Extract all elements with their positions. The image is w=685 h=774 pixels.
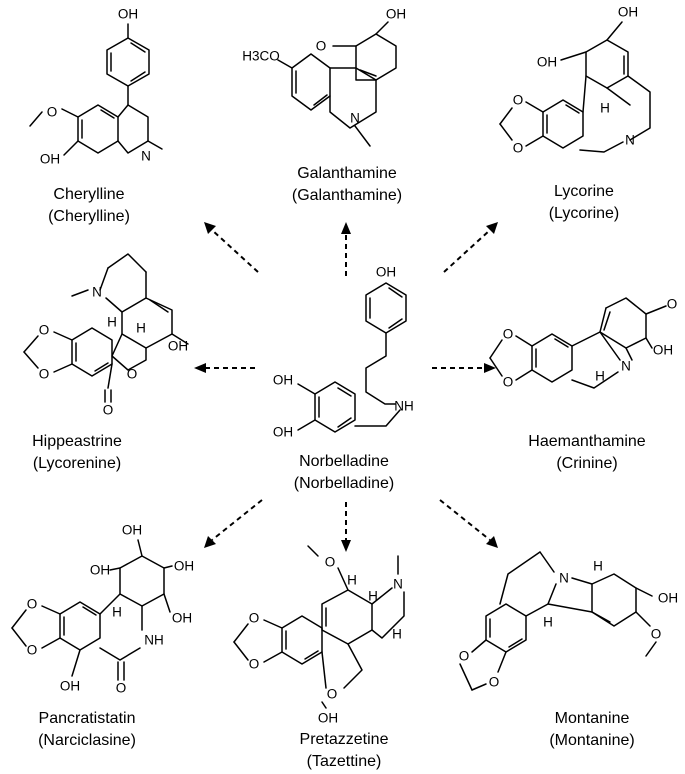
atom-label-oh: OH [273,425,293,440]
atom-label-oh: OH [172,611,192,626]
atom-label-o: O [116,681,127,696]
atom-label-n: N [393,577,403,592]
atom-label-o: O [325,555,336,570]
compound-type-pancratistatin: (Narciclasine) [38,732,136,749]
atom-label-o: O [667,297,678,312]
atom-label-n: N [621,359,631,374]
lycorine-structure: OH OH H N O O [499,5,651,156]
atom-label-oh: OH [122,523,142,538]
atom-label-h3co: H3CO [242,49,280,64]
atom-label-oh: OH [618,5,638,20]
atom-label-o: O [47,105,58,120]
pretazzetine-structure: O H H N H O OH O O [233,545,405,726]
atom-label-oh: OH [376,265,396,280]
compound-type-lycorine: (Lycorine) [549,205,620,222]
atom-label-oh: OH [40,152,60,167]
atom-label-h: H [595,369,605,384]
atom-label-o: O [249,611,260,626]
atom-label-n: N [92,285,102,300]
compound-type-norbelladine: (Norbelladine) [294,475,395,492]
atom-label-h: H [593,559,603,574]
pancratistatin-structure: OH OH OH OH H NH O OH O O [11,523,194,696]
compound-name-norbelladine: Norbelladine [299,453,389,470]
atom-label-h: H [392,627,402,642]
compound-name-montanine: Montanine [555,710,630,727]
atom-label-oh: OH [386,7,406,22]
compound-name-pretazzetine: Pretazzetine [300,731,389,748]
atom-label-o: O [103,403,114,418]
atom-label-n: N [350,111,360,126]
atom-label-o: O [489,675,500,690]
montanine-structure: N H OH O H O O [459,551,678,691]
atom-label-n: N [141,149,151,164]
captions: Cherylline (Cherylline) Galanthamine (Ga… [32,165,646,770]
arrow-to-cherylline [211,229,259,273]
atom-label-oh: OH [653,343,673,358]
atom-label-o: O [249,657,260,672]
atom-label-h: H [347,573,357,588]
atom-label-o: O [39,323,50,338]
atom-label-oh: OH [90,563,110,578]
atom-label-o: O [316,39,327,54]
atom-label-o: O [513,141,524,156]
compound-name-haemanthamine: Haemanthamine [528,433,646,450]
atom-label-o: O [459,649,470,664]
compound-name-pancratistatin: Pancratistatin [39,710,136,727]
atom-label-o: O [503,327,514,342]
atom-label-oh: OH [318,711,338,726]
atom-label-h: H [600,101,610,116]
compound-name-lycorine: Lycorine [554,183,614,200]
compound-type-pretazzetine: (Tazettine) [307,753,382,770]
atom-label-o: O [503,375,514,390]
compound-type-galanthamine: (Galanthamine) [292,187,402,204]
arrow-to-montanine [439,499,491,541]
compound-name-galanthamine: Galanthamine [297,165,397,182]
compound-type-montanine: (Montanine) [549,732,634,749]
atom-label-h: H [368,589,378,604]
arrow-to-lycorine [443,229,491,273]
atom-label-h: H [136,321,146,336]
atom-label-o: O [27,597,38,612]
atom-label-o: O [27,643,38,658]
galanthamine-structure: OH O N H3CO [242,7,406,147]
atom-label-h: H [107,315,117,330]
atom-label-n: N [559,571,569,586]
atom-label-o: O [513,93,524,108]
atom-label-o: O [651,627,662,642]
atom-label-nh: NH [144,633,164,648]
atom-label-oh: OH [174,559,194,574]
hippeastrine-structure: N H H OH O O O O [23,253,189,418]
atom-label-n: N [625,133,635,148]
atom-label-nh: NH [394,399,414,414]
atom-label-oh: OH [273,373,293,388]
atom-label-o: O [327,687,338,702]
haemanthamine-structure: O OH N H O O [489,297,678,390]
atom-label-o: O [127,367,138,382]
compound-type-cherylline: (Cherylline) [48,208,130,225]
compound-name-cherylline: Cherylline [53,186,124,203]
compound-name-hippeastrine: Hippeastrine [32,433,122,450]
atom-label-o: O [39,367,50,382]
atom-label-oh: OH [118,7,138,22]
arrow-to-pancratistatin [211,499,263,541]
atom-label-oh: OH [658,591,678,606]
compound-type-haemanthamine: (Crinine) [556,455,617,472]
atom-label-oh: OH [537,55,557,70]
atom-label-oh: OH [168,339,188,354]
arrows [194,222,498,552]
atom-label-h: H [543,615,553,630]
atom-label-oh: OH [60,679,80,694]
atom-label-h: H [112,605,122,620]
cherylline-structure: OH N O OH [29,7,163,167]
norbelladine-structure: OH NH OH OH [273,265,414,440]
compound-type-hippeastrine: (Lycorenine) [33,455,121,472]
